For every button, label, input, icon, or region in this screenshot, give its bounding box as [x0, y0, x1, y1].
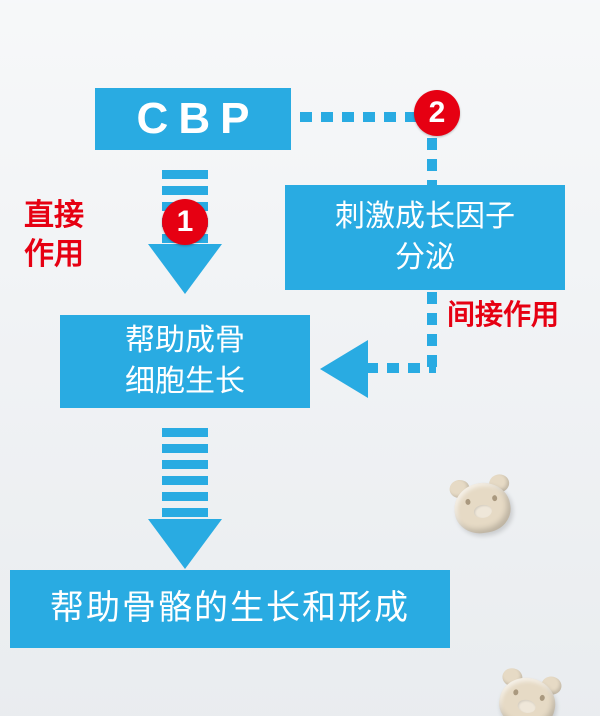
tablet-muzzle-icon [516, 698, 537, 715]
cbp-node: CBP [95, 88, 291, 150]
bear-tablet-image-1 [448, 473, 515, 537]
striped-arrow-2-head [148, 519, 222, 569]
tablet-eye-icon [539, 694, 546, 702]
left-arrow-head [320, 340, 368, 398]
outcome-node: 帮助骨骼的生长和形成 [10, 570, 450, 648]
dotted-connector-to-osteoblast [366, 363, 436, 373]
direct-action-label-line1: 直接 [24, 199, 84, 232]
bear-tablet-image-2 [493, 666, 564, 716]
stimulate-label-line1: 刺激成长因子 [335, 200, 515, 233]
tablet-eye-icon [491, 494, 498, 502]
step1-badge: 1 [162, 199, 208, 245]
outcome-label: 帮助骨骼的生长和形成 [50, 589, 410, 628]
tablet-muzzle-icon [473, 503, 493, 520]
osteoblast-label-line1: 帮助成骨 [125, 324, 245, 357]
step2-badge: 2 [414, 90, 460, 136]
striped-arrow-2-shaft [162, 428, 208, 520]
stimulate-label-line2: 分泌 [395, 240, 455, 274]
osteoblast-label-line2: 细胞生长 [125, 364, 245, 398]
indirect-action-label-text: 间接作用 [447, 299, 560, 330]
tablet-eye-icon [465, 498, 471, 506]
direct-action-label: 直接 作用 [24, 196, 84, 274]
dotted-connector-cbp-to-step2 [300, 112, 416, 122]
step2-badge-label: 2 [428, 96, 446, 129]
dotted-connector-step2-to-stimulate [427, 138, 437, 186]
direct-action-label-line2: 作用 [24, 238, 84, 271]
osteoblast-node: 帮助成骨 细胞生长 [60, 315, 310, 408]
step1-badge-label: 1 [176, 205, 194, 238]
dotted-connector-stimulate-down [427, 292, 437, 368]
cbp-label: CBP [136, 94, 260, 144]
stimulate-node: 刺激成长因子 分泌 [285, 185, 565, 290]
tablet-eye-icon [512, 688, 519, 696]
indirect-action-label: 间接作用 [447, 297, 559, 333]
striped-arrow-1-head [148, 244, 222, 294]
